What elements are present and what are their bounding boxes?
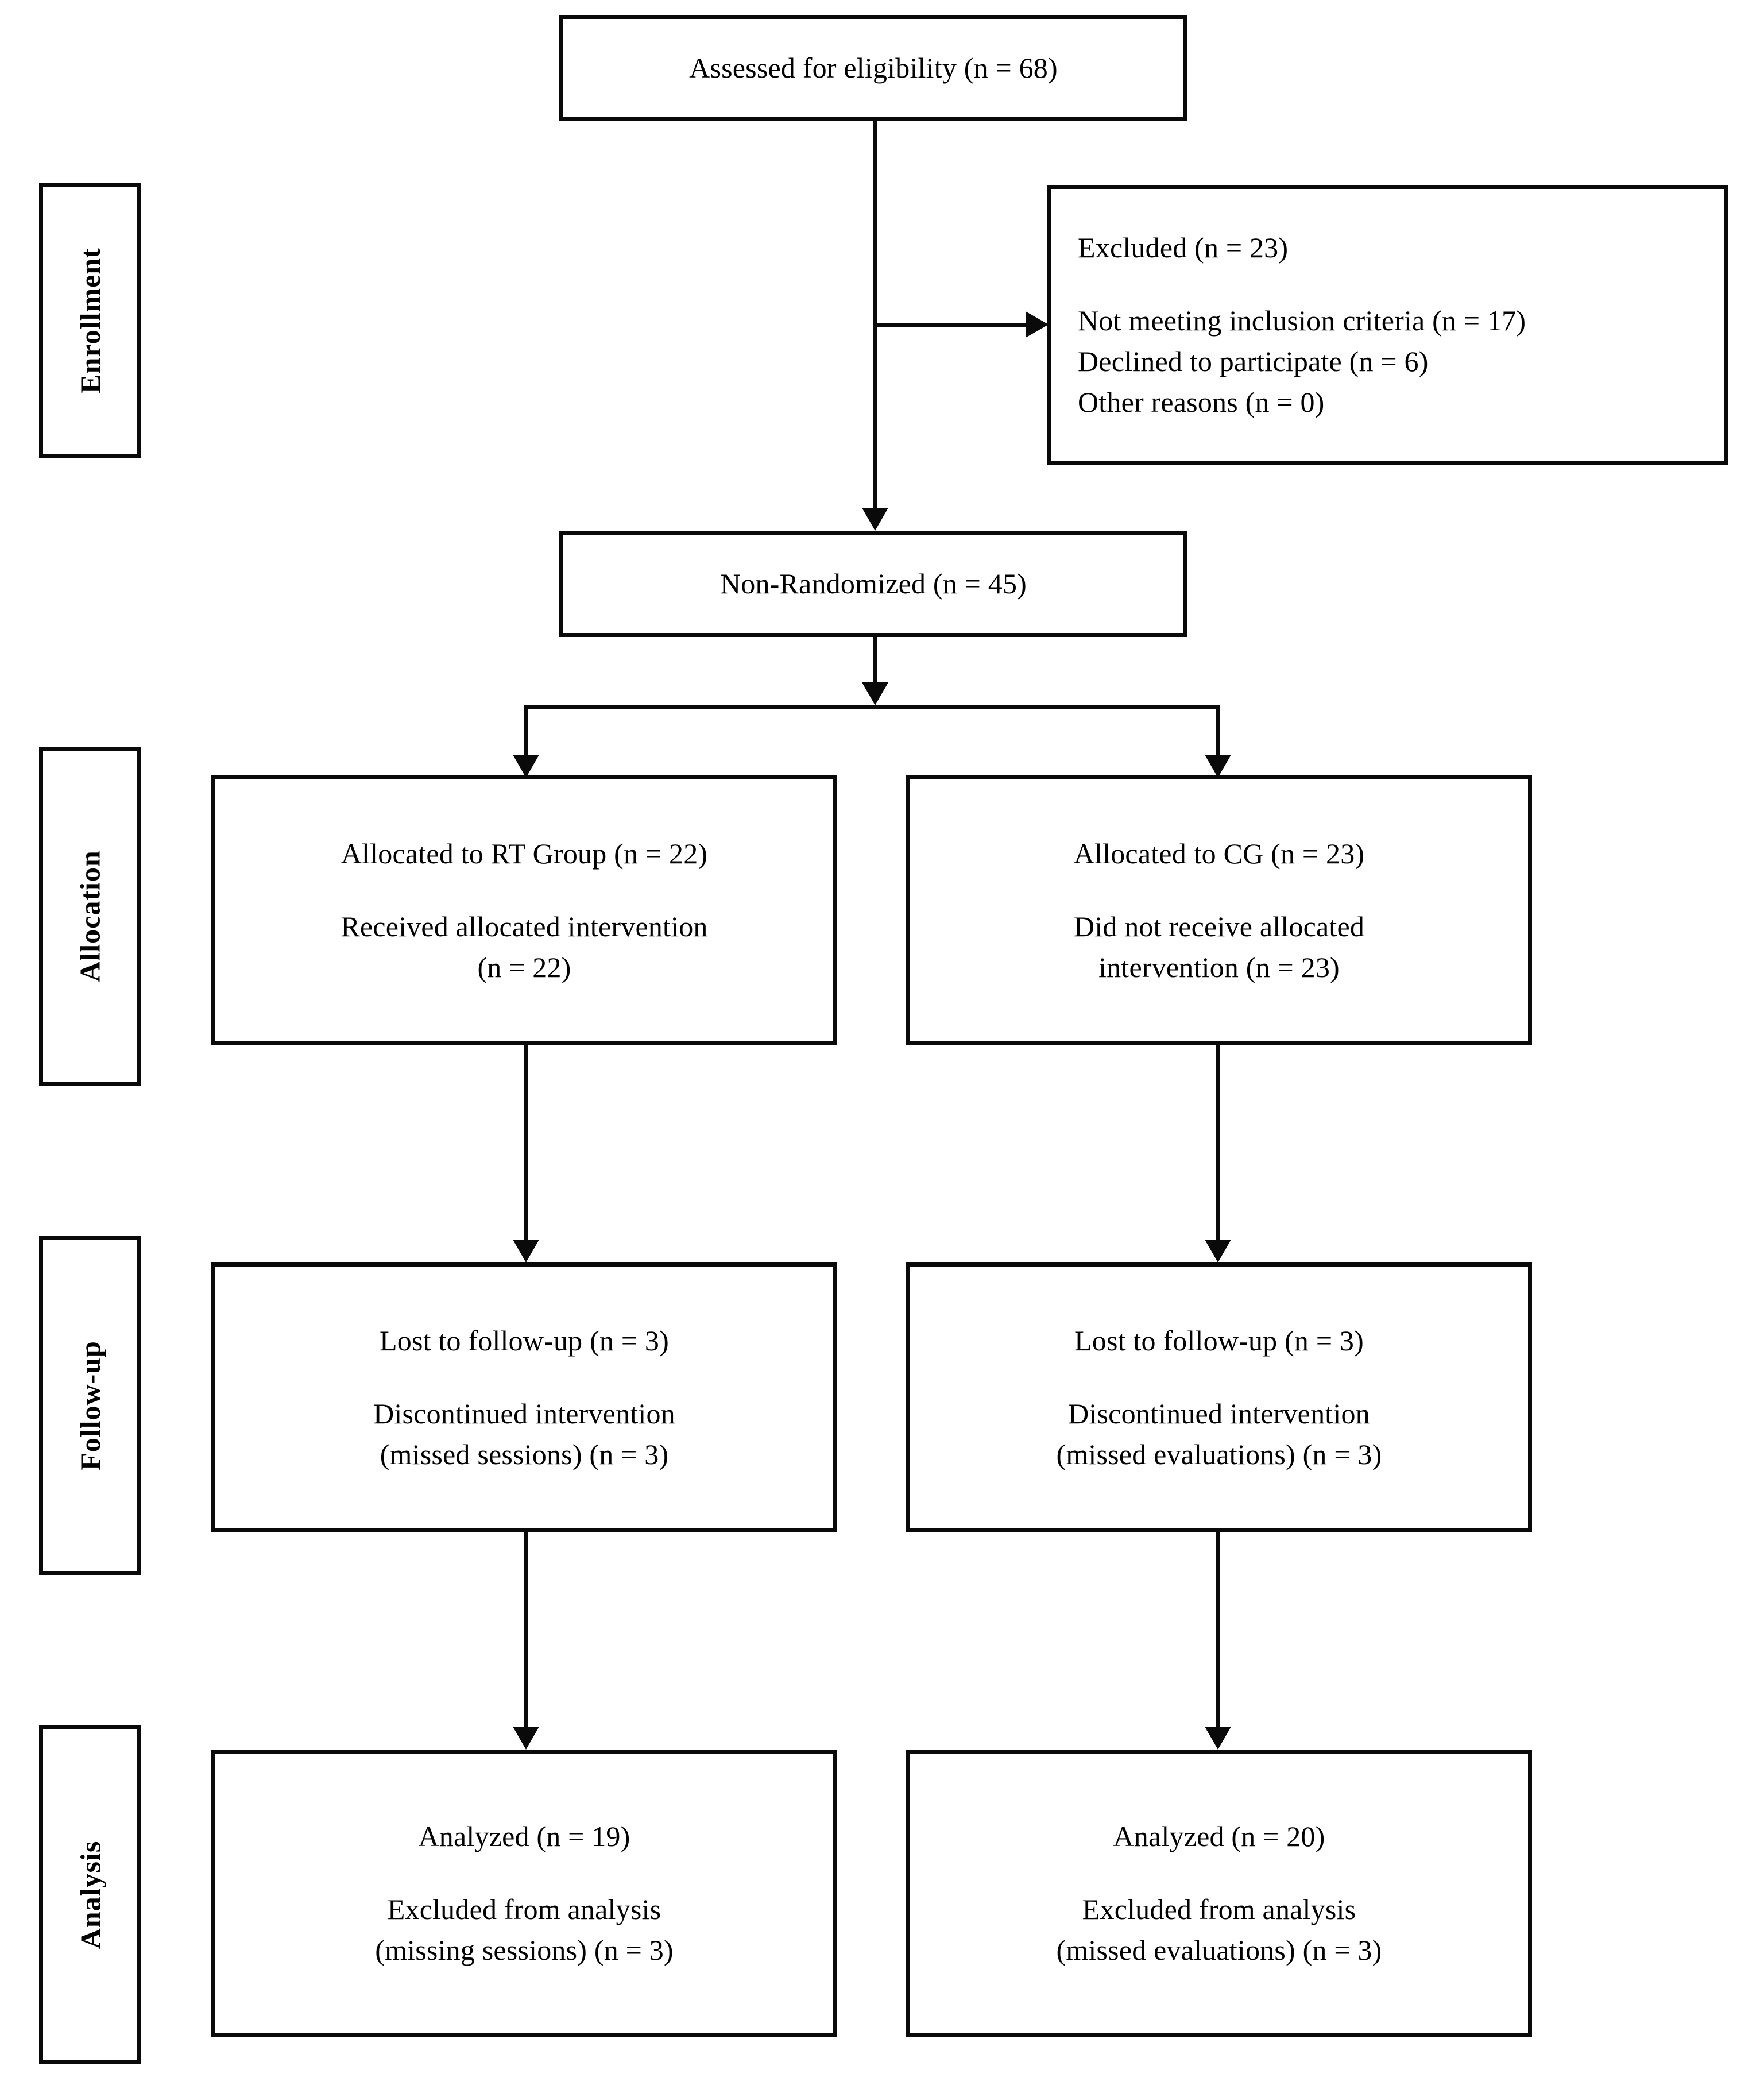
arrowhead-followup-cg-to-analysis-cg — [1205, 1727, 1231, 1750]
alloc-rt-line-3: (n = 22) — [477, 951, 571, 983]
analysis-cg-line-3: (missed evaluations) (n = 3) — [1056, 1933, 1382, 1966]
assessed-line-1: Assessed for eligibility (n = 68) — [689, 52, 1058, 84]
split-bar-allocation — [524, 705, 1220, 709]
node-followup-rt-group: Lost to follow-up (n = 3) Discontinued i… — [211, 1262, 837, 1532]
connector-nonrandomized-to-split — [873, 637, 877, 684]
analysis-cg-line-2: Excluded from analysis — [1082, 1893, 1356, 1925]
excluded-line-3: Declined to participate (n = 6) — [1078, 345, 1429, 377]
alloc-cg-line-2: Did not receive allocated — [1073, 910, 1365, 943]
alloc-cg-line-1: Allocated to CG (n = 23) — [1073, 837, 1365, 870]
connector-assessed-to-nonrandomized — [873, 121, 877, 509]
excluded-line-4: Other reasons (n = 0) — [1078, 386, 1325, 418]
analysis-cg-line-1: Analyzed (n = 20) — [1113, 1820, 1325, 1852]
followup-rt-line-3: (missed sessions) (n = 3) — [380, 1438, 669, 1470]
excluded-line-2: Not meeting inclusion criteria (n = 17) — [1078, 304, 1526, 337]
alloc-rt-line-1: Allocated to RT Group (n = 22) — [341, 837, 708, 870]
stage-label-followup-text: Follow-up — [74, 1341, 107, 1470]
connector-split-to-alloc-rt — [524, 705, 528, 757]
arrowhead-alloc-rt-to-followup-rt — [513, 1240, 539, 1262]
node-analysis-cg: Analyzed (n = 20) Excluded from analysis… — [906, 1750, 1532, 2037]
followup-cg-line-3: (missed evaluations) (n = 3) — [1056, 1438, 1382, 1470]
stage-label-enrollment: Enrollment — [39, 183, 141, 458]
node-non-randomized: Non-Randomized (n = 45) — [559, 531, 1187, 637]
analysis-rt-line-1: Analyzed (n = 19) — [418, 1820, 630, 1852]
stage-label-allocation-text: Allocation — [74, 850, 106, 982]
arrowhead-assessed-to-excluded — [1026, 311, 1049, 338]
analysis-rt-line-2: Excluded from analysis — [387, 1893, 662, 1925]
alloc-cg-line-3: intervention (n = 23) — [1098, 951, 1340, 983]
node-analysis-rt-group: Analyzed (n = 19) Excluded from analysis… — [211, 1750, 837, 2037]
arrowhead-assessed-to-nonrandomized — [862, 508, 888, 531]
node-allocated-cg: Allocated to CG (n = 23) Did not receive… — [906, 775, 1532, 1045]
arrowhead-split-to-alloc-cg — [1205, 755, 1231, 778]
connector-followup-cg-to-analysis-cg — [1216, 1532, 1220, 1728]
stage-label-analysis: Analysis — [39, 1725, 141, 2064]
followup-cg-line-1: Lost to follow-up (n = 3) — [1074, 1324, 1364, 1357]
connector-alloc-cg-to-followup-cg — [1216, 1045, 1220, 1241]
node-excluded: Excluded (n = 23) Not meeting inclusion … — [1047, 185, 1728, 465]
arrowhead-followup-rt-to-analysis-rt — [513, 1727, 539, 1750]
node-assessed-for-eligibility: Assessed for eligibility (n = 68) — [559, 15, 1187, 121]
connector-followup-rt-to-analysis-rt — [524, 1532, 528, 1728]
analysis-rt-line-3: (missing sessions) (n = 3) — [375, 1933, 674, 1966]
arrowhead-split-to-alloc-rt — [513, 755, 539, 778]
followup-cg-line-2: Discontinued intervention — [1068, 1397, 1370, 1430]
stage-label-enrollment-text: Enrollment — [74, 248, 106, 393]
connector-assessed-to-excluded — [875, 323, 1041, 327]
stage-label-analysis-text: Analysis — [74, 1840, 106, 1949]
non-randomized-line-1: Non-Randomized (n = 45) — [719, 567, 1027, 600]
arrowhead-nonrandomized-to-split — [862, 682, 888, 705]
stage-label-allocation: Allocation — [39, 747, 141, 1086]
followup-rt-line-1: Lost to follow-up (n = 3) — [380, 1324, 669, 1357]
alloc-rt-line-2: Received allocated intervention — [341, 910, 708, 943]
connector-alloc-rt-to-followup-rt — [524, 1045, 528, 1241]
excluded-line-1: Excluded (n = 23) — [1078, 231, 1289, 264]
connector-split-to-alloc-cg — [1216, 705, 1220, 757]
node-followup-cg: Lost to follow-up (n = 3) Discontinued i… — [906, 1262, 1532, 1532]
arrowhead-alloc-cg-to-followup-cg — [1205, 1240, 1231, 1262]
node-allocated-rt-group: Allocated to RT Group (n = 22) Received … — [211, 775, 837, 1045]
stage-label-followup: Follow-up — [39, 1236, 141, 1575]
followup-rt-line-2: Discontinued intervention — [373, 1397, 675, 1430]
